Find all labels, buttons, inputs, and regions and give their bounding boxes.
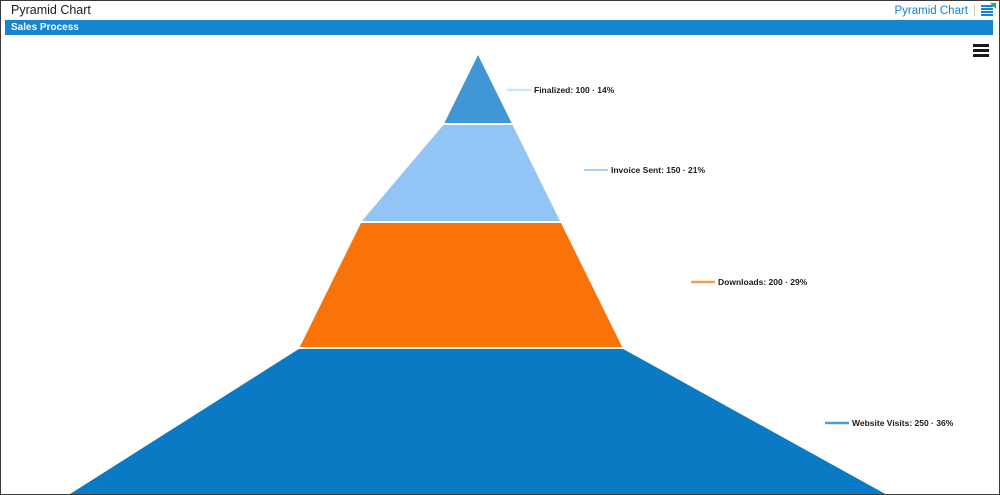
- data-label-website-visits: Website Visits: 250 · 36%: [852, 418, 954, 428]
- data-label-invoice-sent: Invoice Sent: 150 · 21%: [611, 165, 706, 175]
- plot-area: Finalized: 100 · 14% Invoice Sent: 150 ·…: [1, 35, 999, 494]
- hamburger-bar-1: [973, 44, 989, 47]
- top-bar: Pyramid Chart Pyramid Chart: [1, 1, 999, 20]
- pyramid-tier-finalized[interactable]: [444, 55, 512, 123]
- hamburger-bar-2: [973, 49, 989, 52]
- export-icon-corner: [990, 3, 996, 9]
- hamburger-bar-3: [973, 54, 989, 57]
- chart-title-bar: Sales Process: [5, 20, 993, 35]
- data-label-finalized: Finalized: 100 · 14%: [534, 85, 615, 95]
- pyramid-chart-graphic: [59, 55, 898, 494]
- pyramid-tier-website-visits[interactable]: [59, 349, 898, 494]
- page-title: Pyramid Chart: [11, 3, 91, 18]
- data-label-downloads: Downloads: 200 · 29%: [718, 277, 808, 287]
- hamburger-menu-icon[interactable]: [973, 44, 989, 57]
- export-spreadsheet-icon[interactable]: [981, 3, 996, 17]
- chart-title: Sales Process: [11, 21, 79, 33]
- chart-panel: Sales Process: [1, 20, 999, 494]
- top-bar-actions: Pyramid Chart: [894, 3, 996, 17]
- toolbar-divider: [974, 5, 975, 16]
- export-icon-sheet: [981, 5, 993, 16]
- pyramid-tier-downloads[interactable]: [299, 223, 623, 347]
- pyramid-chart-link[interactable]: Pyramid Chart: [894, 4, 969, 17]
- pyramid-tier-invoice-sent[interactable]: [361, 125, 560, 221]
